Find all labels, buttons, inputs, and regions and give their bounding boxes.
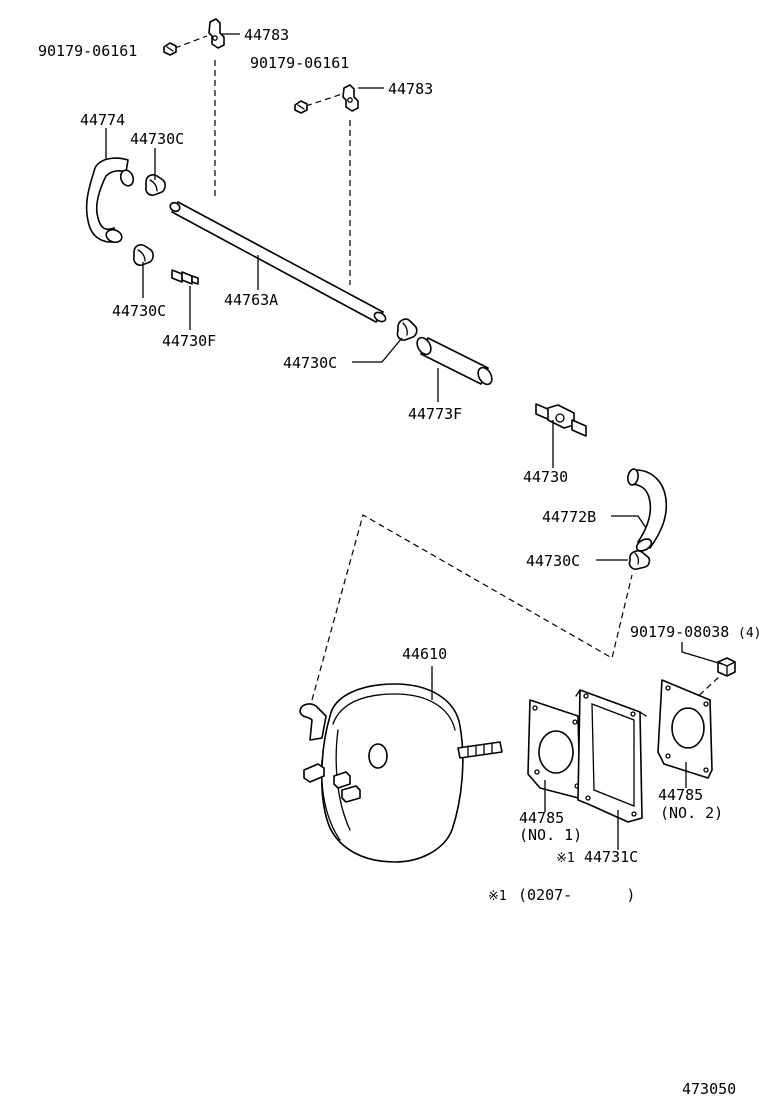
label-hose-44773f[interactable]: 44773F [408, 405, 462, 423]
label-bolt-90179-06161[interactable]: 90179-06161 [250, 54, 349, 72]
hose-clip-icon[interactable] [628, 550, 651, 570]
diagram-number: 473050 [682, 1080, 736, 1098]
clamp-bracket-icon[interactable] [342, 84, 359, 112]
bolt-icon[interactable] [163, 42, 177, 56]
footnote-date-range: (0207- ) [518, 886, 635, 904]
label-bolt-90179-06161[interactable]: 90179-06161 [38, 42, 137, 60]
label-clamp-bracket-44783[interactable]: 44783 [244, 26, 289, 44]
leader-lines [105, 33, 723, 850]
hose-icon[interactable] [85, 157, 136, 244]
gasket-icon[interactable] [527, 699, 587, 801]
curved-hose-icon[interactable] [627, 468, 668, 553]
clamp-bracket-icon[interactable] [208, 18, 225, 49]
label-clamp-bracket-44783[interactable]: 44783 [388, 80, 433, 98]
label-spacer-mark: ※1 [556, 851, 575, 866]
label-check-valve-44730[interactable]: 44730 [523, 468, 568, 486]
label-hose-44772b[interactable]: 44772B [542, 508, 596, 526]
label-clip-44730c[interactable]: 44730C [112, 302, 166, 320]
small-valve-icon[interactable] [171, 269, 199, 285]
gasket-icon[interactable] [657, 679, 713, 779]
label-gasket-note: (NO. 2) [660, 804, 723, 822]
label-nut-90179-08038[interactable]: 90179-08038 [630, 623, 729, 641]
check-valve-icon[interactable] [535, 403, 587, 437]
footnote-mark: ※1 [488, 889, 507, 904]
brake-booster-icon[interactable] [299, 683, 503, 863]
label-hose-44774[interactable]: 44774 [80, 111, 125, 129]
dashed-assembly-lines [174, 35, 721, 703]
hose-clip-icon[interactable] [133, 244, 154, 266]
hose-clip-icon[interactable] [145, 174, 166, 196]
label-clip-44730c[interactable]: 44730C [526, 552, 580, 570]
label-gasket-note: (NO. 1) [519, 826, 582, 844]
label-gasket-44785[interactable]: 44785 [519, 809, 564, 827]
label-spacer-44731c[interactable]: 44731C [584, 848, 638, 866]
label-clip-44730c[interactable]: 44730C [130, 130, 184, 148]
vacuum-tube-icon[interactable] [169, 201, 388, 323]
part-labels: 90179-06161 44783 90179-06161 44783 4477… [38, 26, 760, 1098]
nut-icon[interactable] [717, 657, 736, 677]
label-nut-quantity: (4) [738, 626, 760, 641]
label-clip-44730c[interactable]: 44730C [283, 354, 337, 372]
label-tube-44763a[interactable]: 44763A [224, 291, 278, 309]
straight-hose-icon[interactable] [414, 335, 494, 387]
hose-clip-icon[interactable] [396, 318, 418, 341]
label-valve-44730f[interactable]: 44730F [162, 332, 216, 350]
bolt-icon[interactable] [294, 100, 308, 114]
label-gasket-44785[interactable]: 44785 [658, 786, 703, 804]
label-booster-44610[interactable]: 44610 [402, 645, 447, 663]
spacer-plate-icon[interactable] [575, 689, 647, 823]
